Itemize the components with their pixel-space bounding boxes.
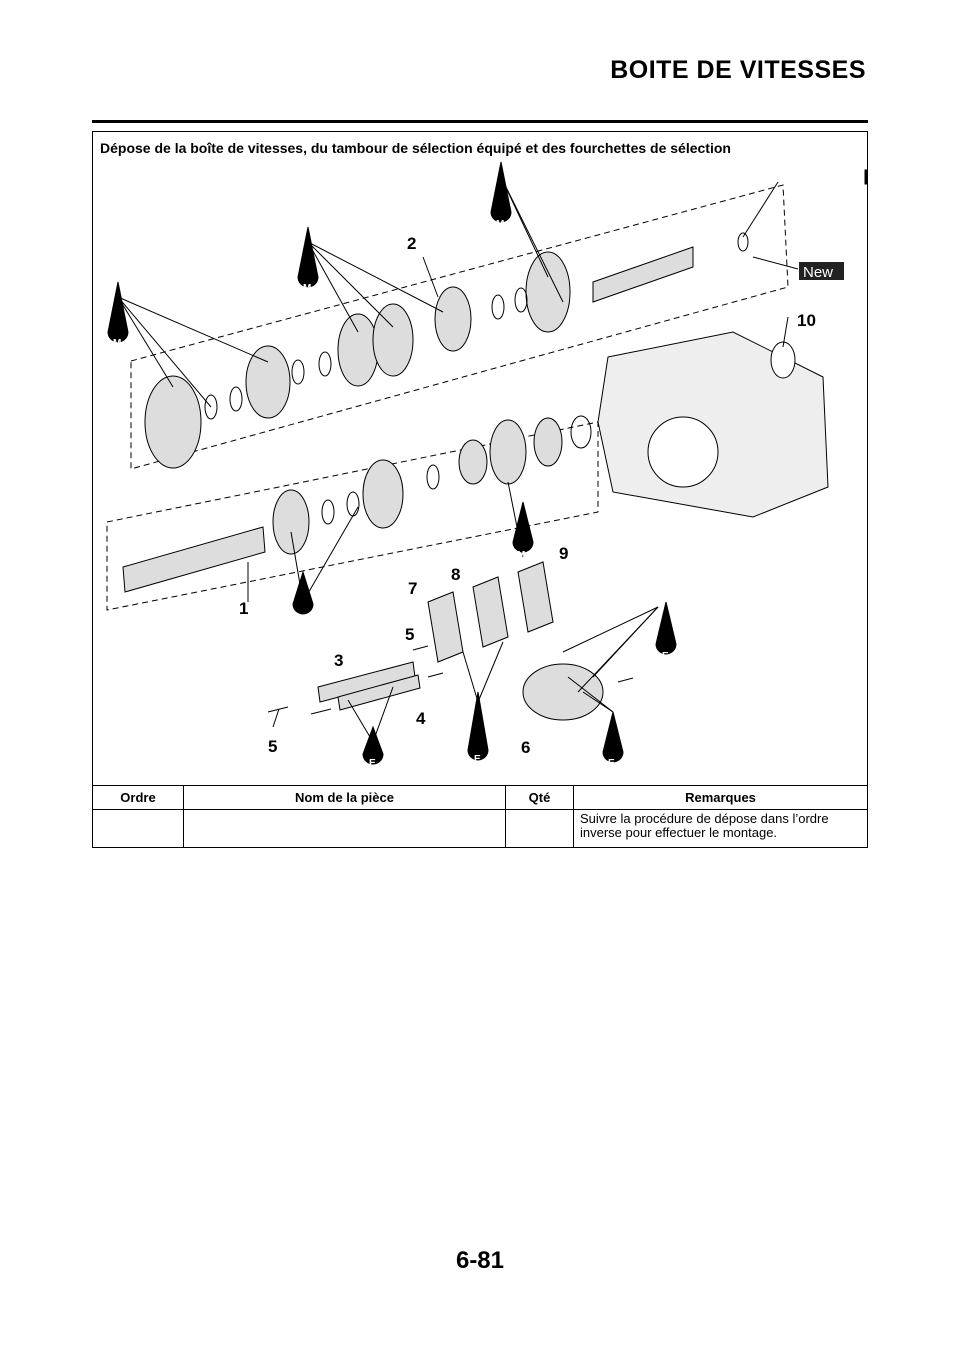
callout-9: 9 [559,544,568,563]
engine-oil-icon: E [655,601,677,662]
molybdenum-oil-icon: M [107,281,129,349]
svg-text:E: E [662,651,669,662]
header-rule [92,120,868,123]
callout-1: 1 [239,599,248,618]
svg-text:E: E [369,758,376,769]
svg-text:E: E [608,758,615,769]
svg-text:M: M [517,550,525,561]
main-axle-gears [122,415,592,593]
table-header-row: Ordre Nom de la pièce Qté Remarques [93,785,867,810]
callout-10: 10 [797,311,816,330]
callout-4: 4 [416,709,426,728]
col-remarques: Remarques [573,785,867,810]
shift-forks-and-drum [267,561,634,721]
exploded-diagram: M M M M M E E E E LS New 1 2 3 4 5 5 6 7 [106,161,867,769]
cell-nom [183,809,506,848]
cell-ordre [93,809,184,848]
svg-text:New: New [803,264,833,281]
lubricant-badges: M M M M M E E E E LS New [107,161,867,769]
crankcase [597,331,829,518]
drive-axle-gears [144,232,749,469]
svg-text:M: M [496,219,504,230]
callout-3: 3 [334,651,343,670]
engine-oil-icon: E [467,691,489,765]
svg-text:M: M [113,338,121,349]
cell-qte [505,809,574,848]
new-part-badge: New [799,262,844,281]
svg-text:E: E [474,754,481,765]
cell-remarques: Suivre la procédure de dépose dans l’ord… [573,809,867,848]
page-number: 6-81 [455,1247,505,1274]
svg-text:M: M [303,283,311,294]
parts-table: Ordre Nom de la pièce Qté Remarques Suiv… [93,785,867,848]
engine-oil-icon: E [602,711,624,769]
section-caption: Dépose de la boîte de vitesses, du tambo… [100,140,731,156]
callout-numbers: 1 2 3 4 5 5 6 7 8 9 10 [239,234,816,757]
molybdenum-oil-icon: M [297,226,319,294]
molybdenum-oil-icon: M [292,570,314,625]
callout-5: 5 [405,625,414,644]
molybdenum-oil-icon: M [512,501,534,561]
col-ordre: Ordre [93,785,184,810]
procedure-box: Dépose de la boîte de vitesses, du tambo… [92,131,868,848]
page-title: BOITE DE VITESSES [610,56,866,84]
lithium-grease-icon: LS [864,169,867,185]
col-nom: Nom de la pièce [183,785,506,810]
svg-text:M: M [296,614,304,625]
callout-8: 8 [451,565,460,584]
callout-6: 6 [521,738,530,757]
col-qte: Qté [505,785,574,810]
shaft-dashed-outlines [106,184,789,611]
callout-2: 2 [407,234,416,253]
callout-7: 7 [408,579,417,598]
table-row: Suivre la procédure de dépose dans l’ord… [93,809,867,848]
engine-oil-icon: E [362,725,384,769]
molybdenum-oil-icon: M [490,161,512,230]
callout-5b: 5 [268,737,277,756]
